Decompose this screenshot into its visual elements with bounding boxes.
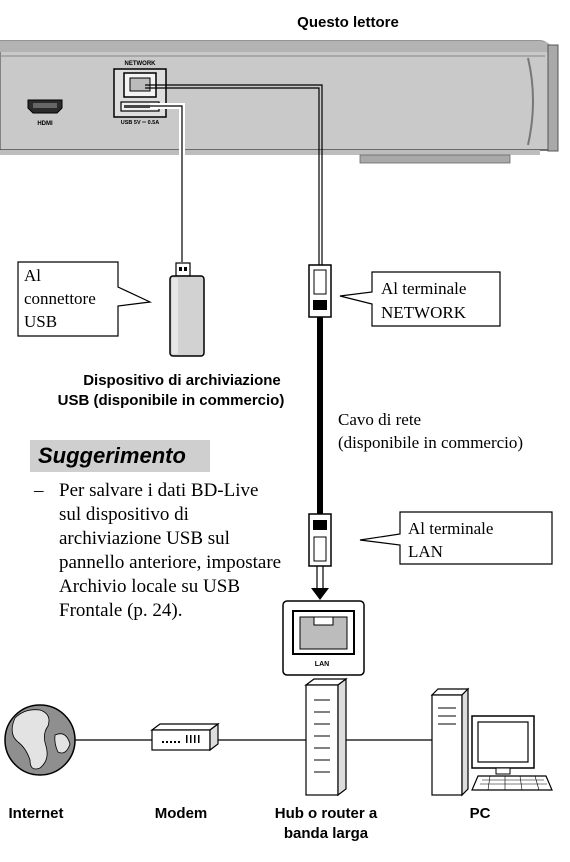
network-connector-bottom xyxy=(308,513,332,567)
network-callout-line2: NETWORK xyxy=(381,303,467,322)
usb-device-caption-line1: Dispositivo di archiviazione xyxy=(83,372,281,389)
usb-callout-line1: Al xyxy=(24,266,41,285)
router-label-line1: Hub o router a xyxy=(275,805,378,822)
lan-port-label: LAN xyxy=(315,661,329,668)
usb-device-caption-line2: USB (disponibile in commercio) xyxy=(58,392,285,409)
tip-heading-box: Suggerimento xyxy=(30,440,210,472)
hdmi-port xyxy=(27,99,63,114)
tip-heading: Suggerimento xyxy=(38,443,186,468)
usb-stick xyxy=(169,262,205,357)
pc-label: PC xyxy=(470,805,491,822)
network-cable-upper xyxy=(145,84,323,265)
lan-port xyxy=(282,600,365,676)
internet-label: Internet xyxy=(8,805,63,822)
cable-label-line1: Cavo di rete xyxy=(338,410,421,429)
player-title: Questo lettore xyxy=(297,14,399,31)
player-unit xyxy=(0,40,559,164)
usb-callout-line2: connettore xyxy=(24,289,96,308)
router-label-line2: banda larga xyxy=(284,825,369,842)
network-callout xyxy=(339,271,501,327)
tip-bullet: – xyxy=(34,480,44,501)
globe-icon xyxy=(4,704,76,776)
tip-text: Per salvare i dati BD-Live sul dispositi… xyxy=(59,480,282,621)
lan-callout xyxy=(359,511,553,565)
network-port-label: NETWORK xyxy=(125,61,157,67)
insert-arrow xyxy=(311,588,329,600)
lan-callout-line1: Al terminale xyxy=(408,519,493,538)
network-callout-line1: Al terminale xyxy=(381,279,466,298)
network-cable xyxy=(317,317,323,514)
pc-icon xyxy=(430,687,553,797)
cable-label-line2: (disponibile in commercio) xyxy=(338,433,523,452)
network-connector-top xyxy=(308,264,332,318)
router-icon xyxy=(304,677,348,797)
modem-icon xyxy=(150,722,220,752)
hdmi-port-label: HDMI xyxy=(37,121,53,127)
usb-port-label: USB 5V ═ 0.5A xyxy=(121,120,159,126)
lan-callout-line2: LAN xyxy=(408,542,443,561)
modem-label: Modem xyxy=(155,805,208,822)
usb-callout-line3: USB xyxy=(24,312,57,331)
usb-callout xyxy=(17,261,153,337)
